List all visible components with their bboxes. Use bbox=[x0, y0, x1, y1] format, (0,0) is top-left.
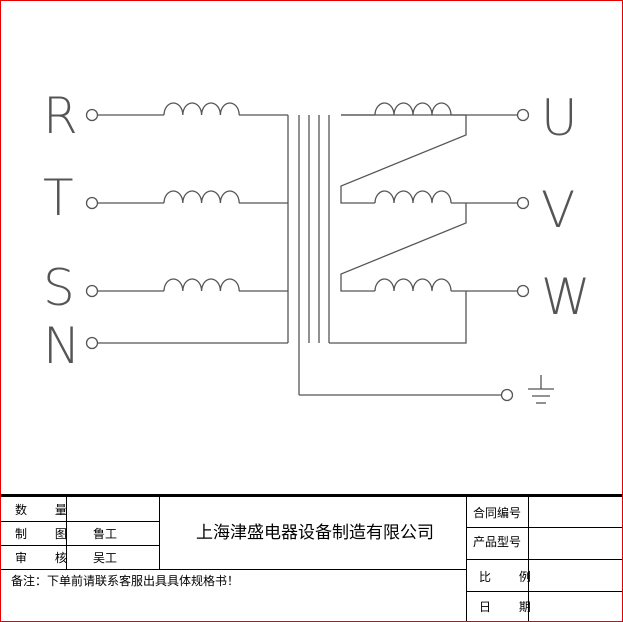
label-w: W bbox=[541, 268, 590, 326]
terminal-n bbox=[85, 336, 99, 350]
remark-note: 备注：下单前请联系客服出具具体规格书！ bbox=[11, 574, 240, 588]
label-r: R bbox=[43, 87, 78, 145]
terminal-r bbox=[85, 108, 99, 122]
ground-icon bbox=[528, 375, 554, 404]
checked-value: 吴工 bbox=[93, 551, 118, 565]
secondary-coil-v bbox=[374, 190, 452, 204]
secondary-coil-w bbox=[374, 278, 452, 292]
zigzag-u bbox=[340, 114, 517, 204]
title-block: 数 量 制 图 鲁工 审 核 吴工 上海津盛电器设备制造有限公司 备注：下单前请… bbox=[1, 494, 622, 621]
label-n: N bbox=[43, 317, 80, 375]
company-name: 上海津盛电器设备制造有限公司 bbox=[196, 523, 434, 543]
terminal-v bbox=[516, 196, 530, 210]
terminal-t bbox=[85, 196, 99, 210]
secondary-bottom bbox=[329, 291, 467, 344]
terminal-u bbox=[516, 108, 530, 122]
model-label: 产品型号 bbox=[473, 535, 522, 549]
transformer-wiring-diagram: R T S N U V W bbox=[43, 87, 591, 404]
zigzag-v bbox=[340, 203, 517, 292]
label-u: U bbox=[541, 89, 578, 147]
quantity-label: 数 量 bbox=[15, 503, 79, 517]
primary-coil-t bbox=[163, 190, 240, 204]
label-v: V bbox=[541, 181, 575, 239]
terminal-s bbox=[85, 284, 99, 298]
terminal-ground bbox=[500, 388, 514, 402]
drawn-label: 制 图 bbox=[15, 527, 79, 541]
terminal-w bbox=[516, 284, 530, 298]
label-t: T bbox=[43, 169, 74, 227]
contract-no-label: 合同编号 bbox=[473, 506, 522, 520]
ratio-label: 比 例 bbox=[479, 570, 543, 584]
drawn-value: 鲁工 bbox=[93, 527, 118, 541]
secondary-coil-u bbox=[374, 102, 452, 116]
primary-coil-r bbox=[163, 102, 240, 116]
checked-label: 审 核 bbox=[15, 551, 79, 565]
primary-coil-s bbox=[163, 278, 240, 292]
label-s: S bbox=[43, 259, 75, 317]
date-label: 日 期 bbox=[479, 600, 543, 614]
